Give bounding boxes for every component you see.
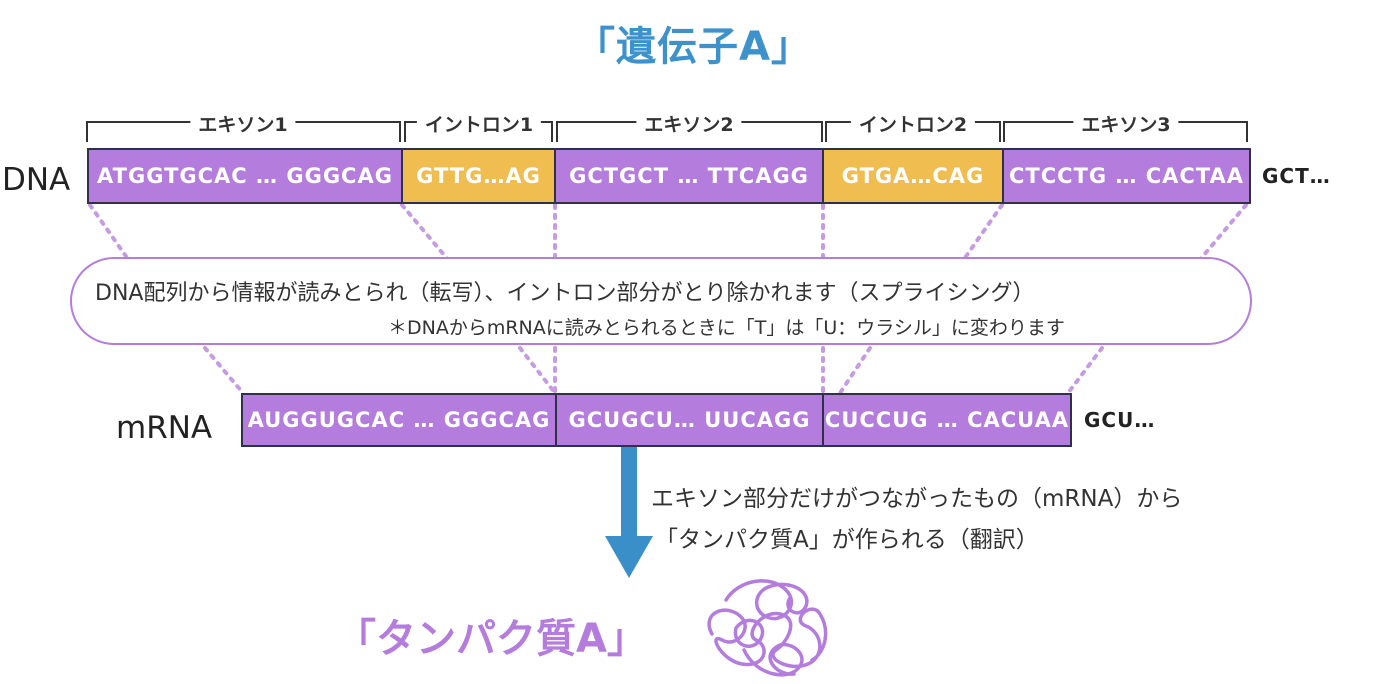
bracket-label-exon2: エキソン2: [636, 110, 742, 137]
uracil-note-text: ＊DNAからmRNAに読みとられるときに「T」は「U：ウラシル」に変わります: [388, 317, 1065, 339]
dna-exon1-segment: ATGGTGCAC … GGGCAG: [87, 148, 403, 204]
bracket-label-exon1: エキソン1: [190, 110, 296, 137]
dotted-connectors: [88, 203, 1248, 395]
mrna-exon1-segment: AUGGUGCAC … GGGCAG: [241, 393, 557, 447]
protein-squiggle-icon: [707, 579, 828, 677]
translation-text-line1: エキソン部分だけがつながったもの（mRNA）から: [651, 486, 1183, 512]
dna-exon3-segment: CTCCTG … CACTAA: [1002, 148, 1251, 204]
dna-label: DNA: [2, 162, 71, 198]
mrna-exon2-segment: GCUGCU… UUCAGG: [555, 393, 824, 447]
mrna-exon3-segment: CUCCUG … CACUAA: [822, 393, 1072, 447]
bracket-label-intron1: イントロン1: [416, 110, 542, 137]
dna-intron2-segment: GTGA…CAG: [822, 148, 1004, 204]
diagram-title: 「遺伝子A」: [575, 24, 812, 70]
mrna-label: mRNA: [116, 410, 213, 446]
mrna-trailing-sequence: GCU…: [1084, 408, 1156, 432]
protein-label: 「タンパク質A」: [336, 616, 647, 662]
transcription-note-text: DNA配列から情報が読みとられ（転写）、イントロン部分がとり除かれます（スプライ…: [95, 281, 1035, 306]
bracket-label-intron2: イントロン2: [850, 110, 976, 137]
translation-text-line2: 「タンパク質A」が作られる（翻訳）: [655, 527, 1039, 553]
bracket-label-exon3: エキソン3: [1073, 110, 1179, 137]
dna-exon2-segment: GCTGCT … TTCAGG: [554, 148, 824, 204]
transcription-note-box: [70, 257, 1252, 345]
dna-trailing-sequence: GCT…: [1262, 164, 1331, 188]
down-arrow-icon: [605, 447, 653, 578]
dna-intron1-segment: GTTG…AG: [401, 148, 556, 204]
